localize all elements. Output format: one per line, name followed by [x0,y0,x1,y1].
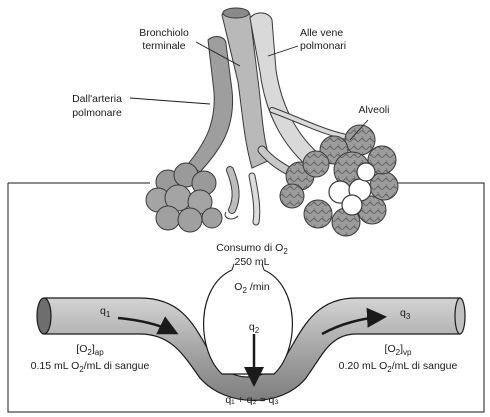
arterial-concentration-value: 0.15 mL O2/mL di sangue [31,360,150,374]
pulmonary-veins-label-line2: polmonari [300,40,346,52]
arterial-concentration-label: [O2]ap [76,343,104,357]
alveoli-label: Alveoli [359,104,390,116]
venous-concentration-value: 0.20 mL O2/mL di sangue [339,360,458,374]
flow-equation: q₁ + q₂ = q₃ [225,394,278,406]
pulmonary-artery-label-line2: polmonare [72,107,122,119]
bronchiole-label-line2: terminale [142,40,185,52]
left-alveolar-cluster [146,163,222,232]
consumption-label-line3: O2 /min [234,281,270,295]
consumption-label-line2: 250 mL [234,256,269,268]
pulmonary-artery-label-line1: Dall'arteria [72,93,122,105]
bronchiole-label-line1: Bronchiolo [139,27,189,39]
venous-concentration-label: [O2]vp [385,343,412,357]
pulmonary-veins-label-line1: Alle vene [300,27,343,39]
consumption-label-line1: Consumo di O2 [216,242,288,256]
